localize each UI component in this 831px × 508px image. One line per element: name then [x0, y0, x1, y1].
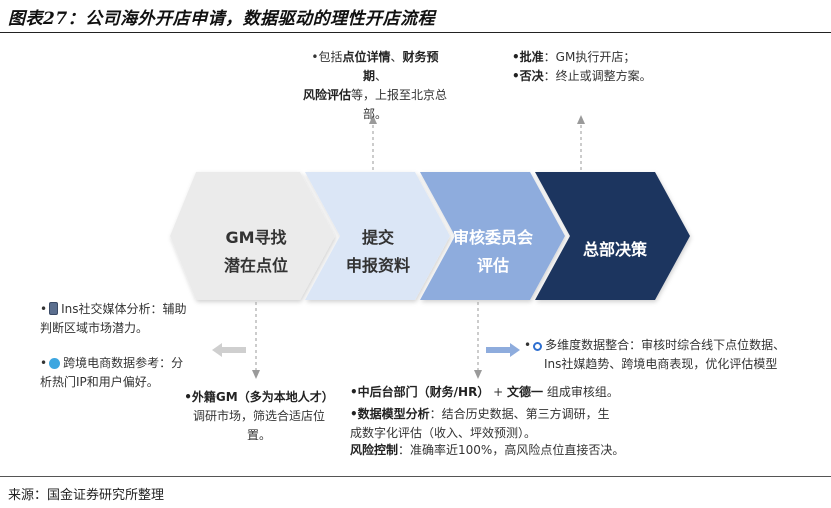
note-decision-l1-rest: ：GM执行开店； — [543, 50, 636, 64]
note-left-social-l1: Ins社交媒体分析：辅助 — [61, 302, 187, 316]
note-submit-l3: 部。 — [362, 107, 387, 121]
note-left-social-l2: 判断区域市场潜力。 — [40, 321, 149, 335]
down-arrowhead-gm — [252, 370, 260, 379]
stage-1-label: GM寻找 潜在点位 — [200, 224, 312, 280]
note-review-bottom: •中后台部门（财务/HR） + 文德一 组成审核组。 •数据模型分析：结合历史数… — [350, 383, 640, 457]
note-review-l1-b2: 文德一 — [507, 385, 544, 399]
note-submit-l2-b: 风险评估 — [302, 88, 351, 102]
note-gm-l1: •外籍GM（多为本地人才） — [184, 390, 334, 404]
stage-3-line1: 审核委员会 — [452, 228, 533, 247]
down-arrowhead-review — [474, 370, 482, 379]
note-right-model: • 多维度数据整合：审核时综合线下点位数据、 Ins社媒趋势、跨境电商表现，优化评… — [524, 336, 824, 374]
stage-2-line2: 申报资料 — [345, 256, 410, 275]
note-left-ecom-bullet: • — [40, 356, 48, 370]
stage-1-shape — [170, 172, 335, 300]
note-left-social: • Ins社交媒体分析：辅助 判断区域市场潜力。 — [40, 300, 205, 338]
note-submit-l1-end: 、 — [375, 69, 388, 83]
stage-2-label: 提交 申报资料 — [322, 224, 434, 280]
note-submit-l2-rest: 等，上报至北京总 — [351, 88, 448, 102]
note-review-l1-rest: 组成审核组。 — [543, 385, 619, 399]
stage-3-shape — [420, 172, 565, 300]
right-block-arrow — [486, 343, 520, 357]
note-gm-l3: 置。 — [246, 428, 271, 442]
up-arrowhead-submit — [369, 115, 377, 124]
stage-4-line1: 总部决策 — [582, 240, 647, 259]
source-note: 来源：国金证券研究所整理 — [8, 488, 165, 503]
note-review-l4-rest: ：准确率近100%，高风险点位直接否决。 — [398, 443, 625, 457]
note-review-l2-rest: ：结合历史数据、第三方调研，生 — [429, 407, 610, 421]
note-decision-top: •批准：GM执行开店； •否决：终止或调整方案。 — [512, 48, 712, 86]
note-submit-l1-pre: •包括 — [311, 50, 343, 64]
note-left-ecom-l1: 跨境电商数据参考：分 — [63, 356, 184, 370]
stage-1-line2: 潜在点位 — [223, 256, 288, 275]
note-right-model-l1: 多维度数据整合：审核时综合线下点位数据、 — [545, 338, 786, 352]
note-gm-l2: 调研市场，筛选合适店位 — [192, 409, 325, 423]
note-review-l1-b1: •中后台部门（财务/HR） — [350, 385, 490, 399]
note-right-model-l2: Ins社媒趋势、跨境电商表现，优化评估模型 — [544, 357, 778, 371]
note-right-model-bullet: • — [524, 338, 532, 352]
note-review-l2-b: •数据模型分析 — [350, 407, 430, 421]
note-submit-l1-b2: 财务预期 — [362, 50, 439, 83]
stage-2-line1: 提交 — [361, 228, 394, 247]
note-left-ecom: • 跨境电商数据参考：分 析热门IP和用户偏好。 — [40, 354, 205, 392]
phone-icon — [49, 302, 59, 315]
note-left-ecom-l2: 析热门IP和用户偏好。 — [40, 375, 159, 389]
stage-2-shape — [305, 172, 450, 300]
stage-3-label: 审核委员会 评估 — [432, 224, 554, 280]
search-icon — [533, 342, 543, 351]
bottom-rule — [0, 476, 831, 477]
note-decision-l2-b: •否决 — [512, 69, 544, 83]
note-review-l1-mid: + — [493, 385, 508, 399]
left-block-arrow — [212, 343, 246, 357]
stage-4-label: 总部决策 — [555, 236, 675, 264]
note-submit-top: •包括点位详情、财务预期、 风险评估等，上报至北京总 部。 — [300, 48, 450, 124]
note-review-l3: 成数字化评估（收入、坪效预测）。 — [350, 426, 537, 440]
process-diagram — [170, 115, 690, 379]
note-submit-l1-mid: 、 — [390, 50, 403, 64]
note-decision-l1-b: •批准 — [512, 50, 544, 64]
top-rule — [0, 32, 831, 33]
up-arrowhead-decision — [577, 115, 585, 124]
stage-1-line1: GM寻找 — [225, 228, 287, 247]
figure-title: 图表27：公司海外开店申请，数据驱动的理性开店流程 — [8, 9, 436, 29]
note-review-l4-b: 风险控制 — [350, 443, 399, 457]
stage-4-shape — [535, 172, 690, 300]
note-decision-l2-rest: ：终止或调整方案。 — [543, 69, 652, 83]
globe-icon — [49, 358, 61, 369]
note-gm-bottom: •外籍GM（多为本地人才） 调研市场，筛选合适店位 置。 — [180, 388, 338, 445]
note-submit-l1-b1: 点位详情 — [342, 50, 391, 64]
stage-3-line2: 评估 — [476, 256, 509, 275]
note-left-social-bullet: • — [40, 302, 48, 316]
